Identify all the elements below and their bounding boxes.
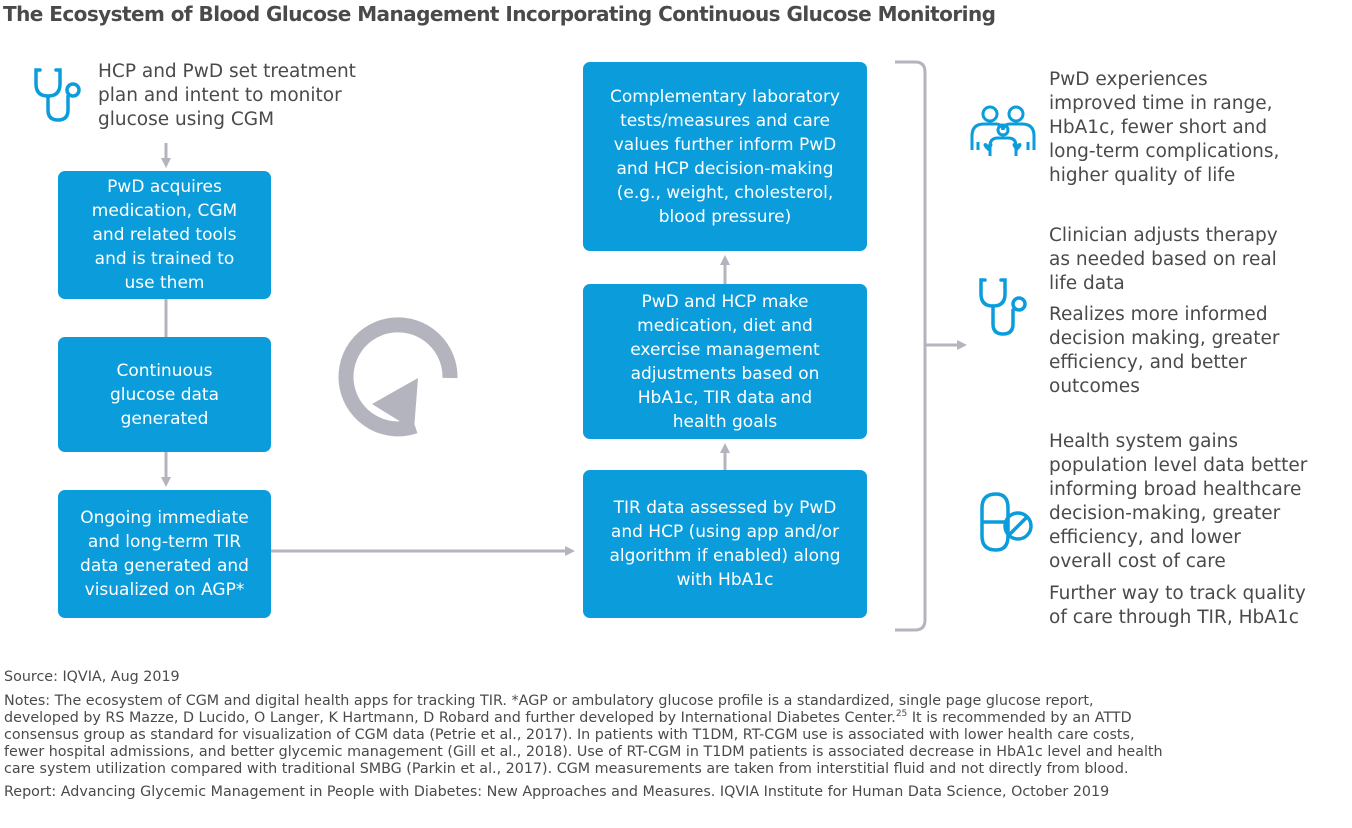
flow-box-tir-assessed: TIR data assessed by PwD and HCP (using … xyxy=(583,470,867,618)
flow-box-ongoing-tir: Ongoing immediate and long-term TIR data… xyxy=(58,490,271,618)
clinician-stethoscope-icon xyxy=(979,278,1027,336)
notes-line-4: fewer hospital admissions, and better gl… xyxy=(4,744,1163,760)
family-icon xyxy=(970,105,1036,156)
stethoscope-icon xyxy=(34,68,81,122)
bracket xyxy=(895,60,927,632)
flow-box-adjustments: PwD and HCP make medication, diet and ex… xyxy=(583,284,867,439)
flow-box-complementary: Complementary laboratory tests/measures … xyxy=(583,62,867,251)
cycle-arrow-icon xyxy=(338,317,458,437)
outcome-quality-text: Further way to track quality of care thr… xyxy=(1049,583,1306,628)
report-note: Report: Advancing Glycemic Management in… xyxy=(4,784,1110,800)
footnote-ref: 25 xyxy=(895,709,908,720)
outcome-pwd-text: PwD experiences improved time in range, … xyxy=(1049,69,1280,186)
source-note: Source: IQVIA, Aug 2019 xyxy=(4,669,180,685)
notes-line-1: Notes: The ecosystem of CGM and digital … xyxy=(4,693,1094,709)
outcome-health-system-text: Health system gains population level dat… xyxy=(1049,431,1308,572)
outcome-clinician-text: Clinician adjusts therapy as needed base… xyxy=(1049,225,1278,294)
flow-box-acquire: PwD acquires medication, CGM and related… xyxy=(58,171,271,299)
outcome-clinician-text-2: Realizes more informed decision making, … xyxy=(1049,304,1280,397)
page-title: The Ecosystem of Blood Glucose Managemen… xyxy=(3,2,996,26)
notes-line-3: consensus group as standard for visualiz… xyxy=(4,727,1135,743)
intro-text: HCP and PwD set treatment plan and inten… xyxy=(98,61,356,130)
notes-line-2: developed by RS Mazze, D Lucido, O Lange… xyxy=(4,709,1132,726)
pill-icon xyxy=(980,492,1033,552)
notes-line-5: care system utilization compared with tr… xyxy=(4,761,1129,777)
flow-box-data-generated: Continuous glucose data generated xyxy=(58,337,271,452)
